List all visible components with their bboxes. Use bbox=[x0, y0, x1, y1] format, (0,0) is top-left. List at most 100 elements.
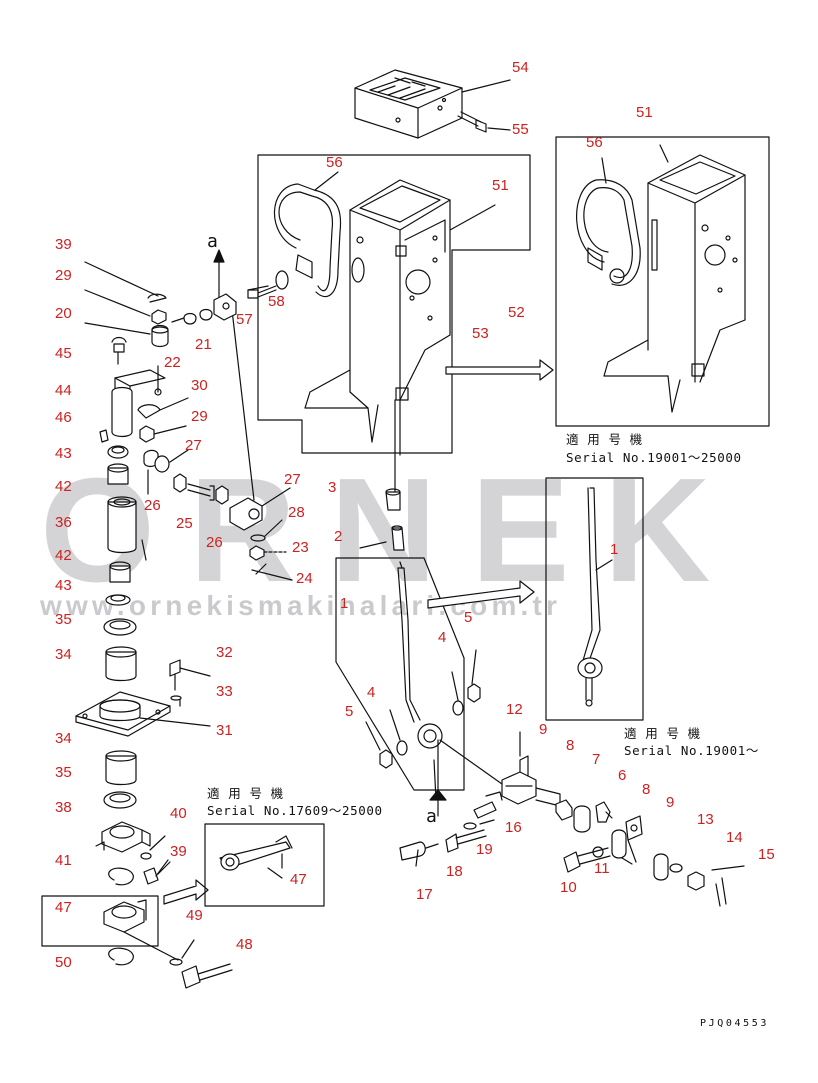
watermark-brand: ORNEK bbox=[40, 457, 800, 605]
part-washer-11 bbox=[592, 846, 604, 858]
callout-48: 48 bbox=[236, 936, 253, 953]
part-bracket-47 bbox=[103, 899, 179, 961]
callout-41: 41 bbox=[55, 852, 72, 869]
serial-mid-right-en: Serial No.19001～ bbox=[624, 743, 759, 758]
callout-30: 30 bbox=[191, 377, 208, 394]
callout-52: 52 bbox=[508, 304, 525, 321]
callout-56-alt: 56 bbox=[586, 134, 603, 151]
part-pin-7 bbox=[595, 801, 613, 823]
callout-24: 24 bbox=[296, 570, 313, 587]
callout-53: 53 bbox=[472, 325, 489, 342]
callout-5b: 5 bbox=[345, 703, 354, 720]
part-collar-9b bbox=[653, 853, 669, 881]
part-handle-56-alt bbox=[576, 157, 641, 286]
part-washer-28 bbox=[250, 519, 283, 542]
part-bush-8 bbox=[573, 805, 591, 833]
callout-36: 36 bbox=[55, 514, 72, 531]
serial-bottom-left-en: Serial No.17609～25000 bbox=[207, 803, 383, 818]
part-nut-5 bbox=[467, 649, 481, 703]
part-housing-51-alt bbox=[603, 144, 746, 413]
part-grip-2 bbox=[359, 525, 405, 551]
serial-mid-right-jp: 適 用 号 機 bbox=[624, 726, 701, 741]
callout-33: 33 bbox=[216, 683, 233, 700]
part-cotter-39 bbox=[84, 261, 167, 303]
callout-14: 14 bbox=[726, 829, 743, 846]
callout-26: 26 bbox=[144, 497, 161, 514]
part-clamp-38 bbox=[95, 821, 151, 853]
part-seal-35 bbox=[103, 618, 137, 636]
callout-22: 22 bbox=[164, 354, 181, 371]
part-collar-20 bbox=[84, 322, 169, 348]
part-washer-30 bbox=[137, 397, 189, 419]
callout-51-alt: 51 bbox=[636, 104, 653, 121]
part-washer-13 bbox=[669, 863, 683, 873]
part-nut-26 bbox=[173, 473, 187, 493]
part-bush-34b bbox=[105, 750, 137, 786]
part-bearing-42 bbox=[107, 463, 129, 485]
callout-1-alt: 1 bbox=[610, 541, 619, 558]
part-rod-end-17 bbox=[399, 841, 439, 867]
callout-9: 9 bbox=[539, 721, 548, 738]
part-washer-58 bbox=[275, 270, 289, 290]
part-bush-8b bbox=[611, 829, 637, 863]
callout-3: 3 bbox=[328, 479, 337, 496]
serial-top-right-en: Serial No.19001～25000 bbox=[566, 450, 742, 465]
callout-42b: 42 bbox=[55, 547, 72, 564]
callout-7: 7 bbox=[592, 751, 601, 768]
callout-21: 21 bbox=[195, 336, 212, 353]
callout-29: 29 bbox=[55, 267, 72, 284]
part-washer-19 bbox=[463, 822, 477, 830]
callout-51: 51 bbox=[492, 177, 509, 194]
frame-alt-lever bbox=[545, 477, 644, 721]
callout-45: 45 bbox=[55, 345, 72, 362]
part-bolt-32 bbox=[169, 659, 211, 691]
callout-43b: 43 bbox=[55, 577, 72, 594]
pointer-label-a-top: a bbox=[207, 231, 218, 252]
callout-4b: 4 bbox=[367, 684, 376, 701]
part-shaft-36 bbox=[107, 496, 147, 561]
callout-31: 31 bbox=[216, 722, 233, 739]
callout-8: 8 bbox=[566, 737, 575, 754]
callout-11: 11 bbox=[594, 860, 610, 877]
callout-27: 27 bbox=[185, 437, 202, 454]
serial-top-right-jp: 適 用 号 機 bbox=[566, 432, 643, 447]
part-seal-35b bbox=[103, 791, 137, 809]
part-bush-34 bbox=[105, 646, 137, 682]
part-bolt-48 bbox=[181, 963, 233, 989]
callout-25: 25 bbox=[176, 515, 193, 532]
arrow-to-alt-lever bbox=[427, 580, 535, 609]
drawing-code: PJQ04553 bbox=[700, 1018, 769, 1029]
callout-8b: 8 bbox=[642, 781, 651, 798]
callout-6: 6 bbox=[618, 767, 627, 784]
callout-12: 12 bbox=[506, 701, 523, 718]
callout-2: 2 bbox=[334, 528, 343, 545]
frame-linkage-alt bbox=[204, 823, 325, 907]
frame-lever-main bbox=[335, 557, 465, 791]
part-washer-33 bbox=[170, 695, 182, 707]
serial-bottom-left-jp: 適 用 号 機 bbox=[207, 786, 284, 801]
callout-4: 4 bbox=[438, 629, 447, 646]
callout-23: 23 bbox=[292, 539, 309, 556]
callout-58: 58 bbox=[268, 293, 285, 310]
frame-main-housing bbox=[257, 154, 531, 454]
arrow-to-alt-housing bbox=[445, 359, 554, 381]
part-lever-1-alt bbox=[577, 487, 613, 707]
callout-47-alt: 47 bbox=[290, 871, 307, 888]
part-housing-51 bbox=[304, 179, 496, 456]
frame-alt-housing bbox=[555, 136, 770, 427]
callout-49: 49 bbox=[186, 907, 203, 924]
part-bearing-43b bbox=[105, 594, 131, 606]
part-nut-14 bbox=[687, 871, 705, 891]
part-collar-9 bbox=[555, 799, 573, 821]
part-bearing-42b bbox=[109, 561, 131, 583]
callout-28: 28 bbox=[288, 504, 305, 521]
part-nut-29 bbox=[84, 289, 167, 325]
part-nut-23 bbox=[249, 545, 287, 561]
pointer-label-a-bottom: a bbox=[426, 806, 437, 827]
callout-44: 44 bbox=[55, 382, 72, 399]
part-bolt-18 bbox=[445, 829, 487, 853]
part-pin-24 bbox=[251, 563, 293, 581]
callout-39b: 39 bbox=[170, 843, 187, 860]
